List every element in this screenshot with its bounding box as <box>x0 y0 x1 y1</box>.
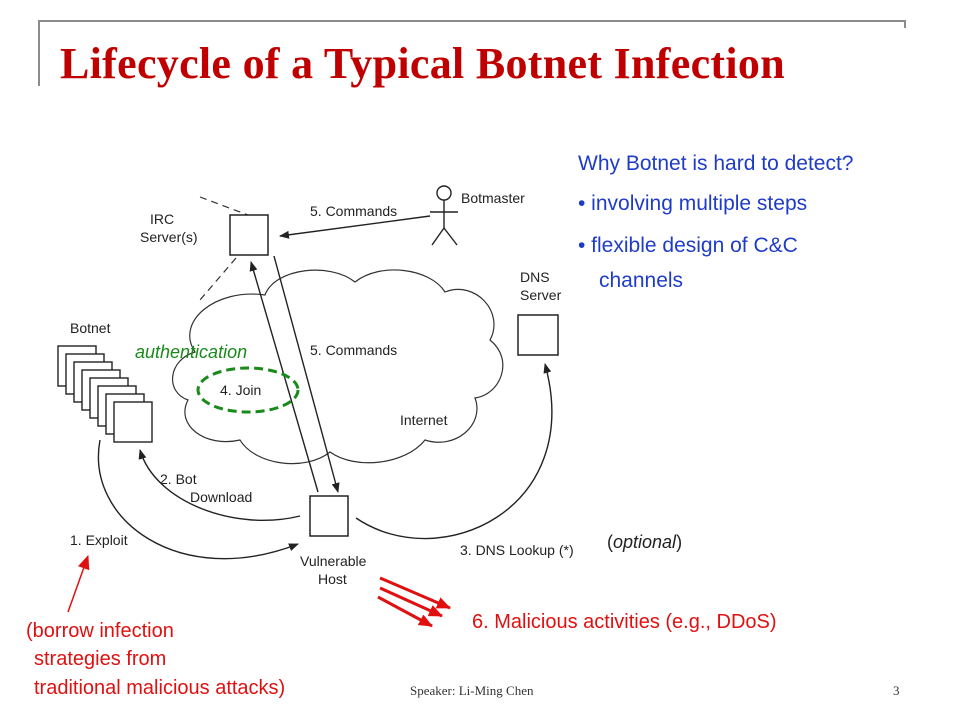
commands-arrow-top <box>279 215 431 239</box>
vulnerable-host-label-line1: Vulnerable <box>300 553 367 569</box>
irc-server-box <box>229 214 269 256</box>
borrow-pointer-line <box>67 555 90 613</box>
authentication-label: authentication <box>135 342 247 362</box>
dns-lookup-label: 3. DNS Lookup (*) <box>460 542 574 558</box>
irc-to-host-arrow <box>273 255 340 493</box>
borrow-note-line2: strategies from <box>34 648 166 670</box>
dns-server-label-line1: DNS <box>520 269 550 285</box>
bot-download-label-line1: 2. Bot <box>160 471 197 487</box>
irc-server-label-line2: Server(s) <box>140 229 198 245</box>
note-bullet-2: • flexible design of C&C <box>578 234 798 257</box>
botmaster-label: Botmaster <box>461 190 525 206</box>
note-question: Why Botnet is hard to detect? <box>578 152 854 175</box>
vulnerable-host-box <box>309 495 349 537</box>
botmaster-icon <box>430 185 458 246</box>
borrow-note-line1: (borrow infection <box>26 620 174 642</box>
join-label: 4. Join <box>220 382 261 398</box>
note-bullet-2-continued: channels <box>599 269 684 292</box>
optional-annotation: (optional) <box>607 532 682 552</box>
irc-dashed-line-upper <box>199 196 249 216</box>
botnet-stack <box>57 345 153 443</box>
dns-server-label-line2: Server <box>520 287 562 303</box>
exploit-label: 1. Exploit <box>70 532 128 548</box>
irc-server-label-line1: IRC <box>150 211 174 227</box>
frame-left-line <box>38 20 40 86</box>
page-number: 3 <box>893 683 900 698</box>
bot-download-arrow <box>138 449 301 521</box>
join-ellipse <box>196 366 300 414</box>
note-bullet-1: • involving multiple steps <box>578 192 808 215</box>
malicious-arrows <box>377 576 451 628</box>
frame-top-line <box>40 20 906 22</box>
slide-title: Lifecycle of a Typical Botnet Infection <box>60 39 785 88</box>
exploit-arrow <box>97 439 299 560</box>
vulnerable-host-label-line2: Host <box>318 571 347 587</box>
commands-mid-label: 5. Commands <box>310 342 397 358</box>
bot-download-label-line2: Download <box>190 489 252 505</box>
commands-top-label: 5. Commands <box>310 203 397 219</box>
host-to-irc-arrow <box>249 261 319 493</box>
botnet-label: Botnet <box>70 320 111 336</box>
internet-label: Internet <box>400 412 448 428</box>
dns-lookup-arrow <box>355 363 553 540</box>
irc-dashed-line-lower <box>199 257 237 301</box>
dns-server-box <box>517 314 559 356</box>
frame-right-tick <box>904 20 906 28</box>
borrow-note-line3: traditional malicious attacks) <box>34 677 285 699</box>
malicious-activities-label: 6. Malicious activities (e.g., DDoS) <box>472 611 777 633</box>
footer-speaker: Speaker: Li-Ming Chen <box>410 683 534 698</box>
internet-cloud <box>172 269 504 465</box>
